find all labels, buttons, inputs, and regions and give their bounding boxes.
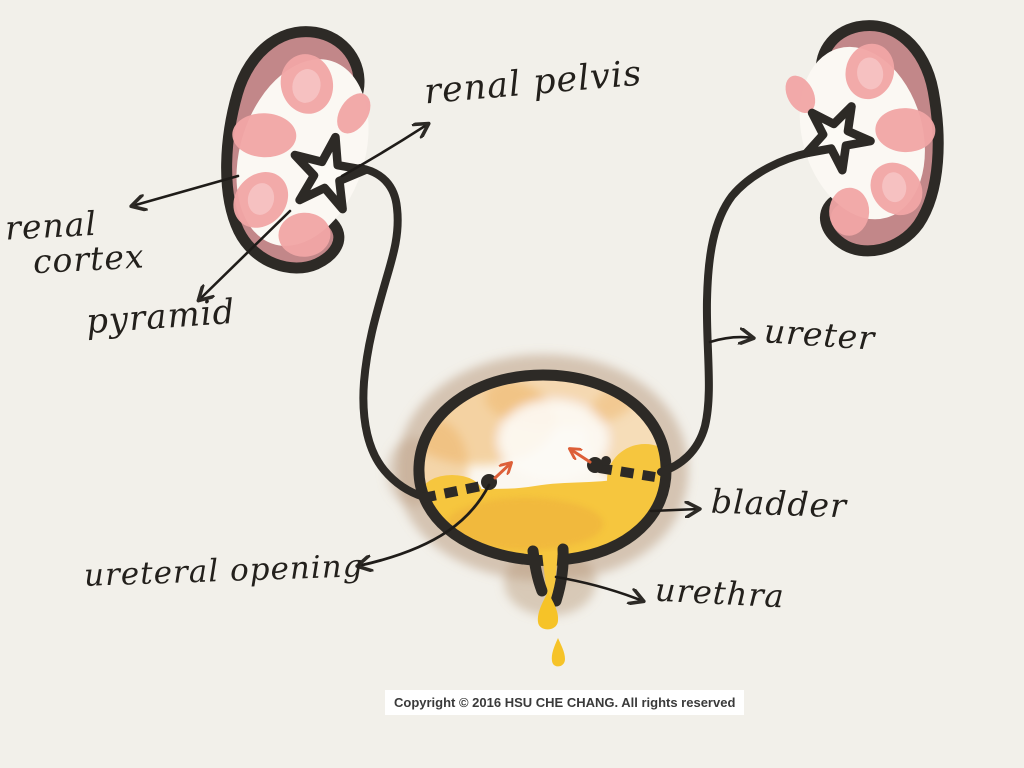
left-ureter-tube	[356, 164, 428, 501]
label-urethra: urethra	[654, 570, 786, 616]
bladder-arrow	[649, 509, 699, 511]
label-pyramid: pyramid	[84, 291, 237, 343]
right-ureter-tube	[657, 149, 812, 476]
renal-cortex-arrow	[132, 174, 240, 206]
urethra	[527, 543, 569, 667]
left-kidney-pyramids	[232, 54, 371, 257]
pyramid-shape	[278, 212, 331, 257]
pyramid-shape	[785, 75, 816, 114]
right-ureteral-opening-dot	[587, 457, 603, 473]
pyramid-highlight	[882, 172, 907, 203]
left-intramural-ureter-dashes	[421, 480, 488, 503]
pyramid-shape	[829, 187, 870, 236]
left-ureteral-opening-dot	[481, 474, 497, 490]
label-ureter: ureter	[762, 311, 877, 358]
urethra-arrow	[554, 575, 643, 601]
pyramid-highlight	[247, 183, 275, 215]
urethra-wall-left	[527, 545, 548, 597]
pyramid-highlight	[857, 57, 884, 90]
pyramid-arrow	[199, 209, 292, 300]
label-bladder: bladder	[710, 481, 848, 526]
urethra-wall-right	[550, 543, 569, 607]
right-kidney	[785, 20, 944, 257]
pyramid-shape	[337, 93, 371, 134]
right-renal-pelvis-calyces	[802, 102, 875, 175]
pyramid-shape	[875, 108, 936, 153]
urine-drop-small	[551, 638, 565, 667]
copyright-notice: Copyright © 2016 HSU CHE CHANG. All righ…	[385, 690, 745, 715]
right-kidney-pyramids	[785, 43, 936, 236]
left-flow-arrow	[493, 463, 511, 480]
right-ureteral-opening-dot-blob	[601, 456, 611, 466]
right-flow-arrow	[570, 449, 592, 464]
right-intramural-ureter-dashes	[598, 463, 656, 482]
left-kidney	[221, 26, 371, 274]
pyramid-highlight	[292, 69, 321, 103]
pyramid-shape	[232, 113, 297, 158]
ureter-arrow	[708, 337, 753, 342]
urine-drop-large	[537, 592, 559, 630]
label-renal-cortex: renal cortex	[4, 204, 145, 281]
renal-pelvis-arrow	[340, 124, 428, 178]
ureteral-opening-arrow	[358, 483, 491, 566]
